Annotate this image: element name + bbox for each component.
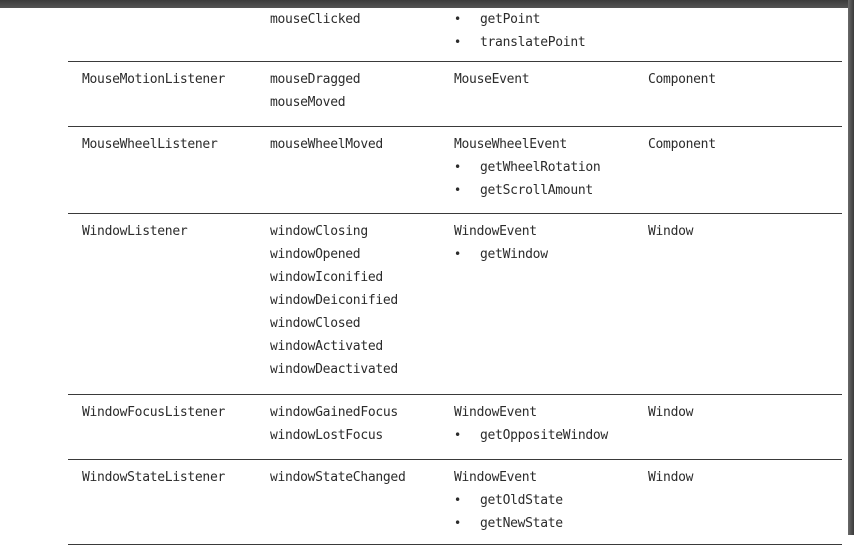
method-name: windowClosed [270, 316, 361, 331]
listener-interface: MouseMotionListener [82, 72, 226, 87]
listener-table: mouseClicked •getPoint •translatePoint M… [68, 8, 842, 545]
event-class: MouseWheelEvent [454, 137, 567, 152]
method-name: windowGainedFocus [270, 405, 398, 420]
method-name: windowIconified [270, 270, 383, 285]
event-class: WindowEvent [454, 470, 537, 485]
listener-interface: WindowStateListener [82, 470, 226, 485]
event-method-item: •getOldState [454, 489, 563, 512]
listener-methods: windowClosing windowOpened windowIconifi… [270, 220, 398, 381]
listener-interface: MouseWheelListener [82, 137, 218, 152]
event-method-item: •getWindow [454, 243, 548, 266]
event-method-item: •getWheelRotation [454, 156, 601, 179]
method-name: windowStateChanged [270, 470, 406, 485]
event-source: Window [648, 224, 694, 239]
method-name: windowLostFocus [270, 428, 383, 443]
listener-methods: mouseDragged mouseMoved [270, 68, 361, 114]
table-row: WindowFocusListener windowGainedFocus wi… [68, 395, 842, 460]
bullet-icon: • [454, 160, 461, 174]
event-class: WindowEvent [454, 224, 537, 239]
table-row: MouseWheelListener mouseWheelMoved Mouse… [68, 127, 842, 214]
method-name: windowActivated [270, 339, 383, 354]
listener-methods: mouseWheelMoved [270, 133, 383, 156]
table-row: WindowListener windowClosing windowOpene… [68, 214, 842, 395]
event-methods: •getPoint •translatePoint [454, 8, 586, 54]
bullet-icon: • [454, 516, 461, 530]
event-source: Window [648, 405, 694, 420]
method-name: windowDeactivated [270, 362, 398, 377]
table-row: MouseMotionListener mouseDragged mouseMo… [68, 62, 842, 127]
listener-interface: WindowListener [82, 224, 188, 239]
bullet-icon: • [454, 12, 461, 26]
listener-interface: WindowFocusListener [82, 405, 226, 420]
window-frame-right [848, 0, 854, 535]
event-method-item: •getPoint [454, 8, 585, 31]
method-name: mouseDragged [270, 72, 361, 87]
bullet-icon: • [454, 247, 461, 261]
listener-methods: windowGainedFocus windowLostFocus [270, 401, 398, 447]
event-class-and-methods: MouseWheelEvent •getWheelRotation •getSc… [454, 133, 601, 202]
bullet-icon: • [454, 35, 461, 49]
method-name: mouseWheelMoved [270, 137, 383, 152]
bullet-icon: • [454, 183, 461, 197]
listener-methods: windowStateChanged [270, 466, 406, 489]
event-class-and-methods: WindowEvent •getOppositeWindow [454, 401, 608, 447]
method-name: windowDeiconified [270, 293, 398, 308]
event-method-item: •translatePoint [454, 31, 586, 54]
listener-methods: mouseClicked [270, 8, 361, 31]
bullet-icon: • [454, 493, 461, 507]
event-class-and-methods: WindowEvent •getWindow [454, 220, 548, 266]
event-class-and-methods: WindowEvent •getOldState •getNewState [454, 466, 563, 535]
bullet-icon: • [454, 428, 461, 442]
method-name: mouseMoved [270, 95, 346, 110]
event-source: Component [648, 72, 716, 87]
table-row: WindowStateListener windowStateChanged W… [68, 460, 842, 545]
event-method-item: •getScrollAmount [454, 179, 600, 202]
event-source: Window [648, 470, 694, 485]
event-source: Component [648, 137, 716, 152]
window-frame-top [0, 0, 854, 8]
table-row: mouseClicked •getPoint •translatePoint [68, 8, 842, 62]
event-method-item: •getNewState [454, 512, 563, 535]
method-name: windowClosing [270, 224, 368, 239]
method-name: mouseClicked [270, 12, 361, 27]
method-name: windowOpened [270, 247, 361, 262]
event-method-item: •getOppositeWindow [454, 424, 608, 447]
event-class: WindowEvent [454, 405, 537, 420]
event-class: MouseEvent [454, 72, 530, 87]
